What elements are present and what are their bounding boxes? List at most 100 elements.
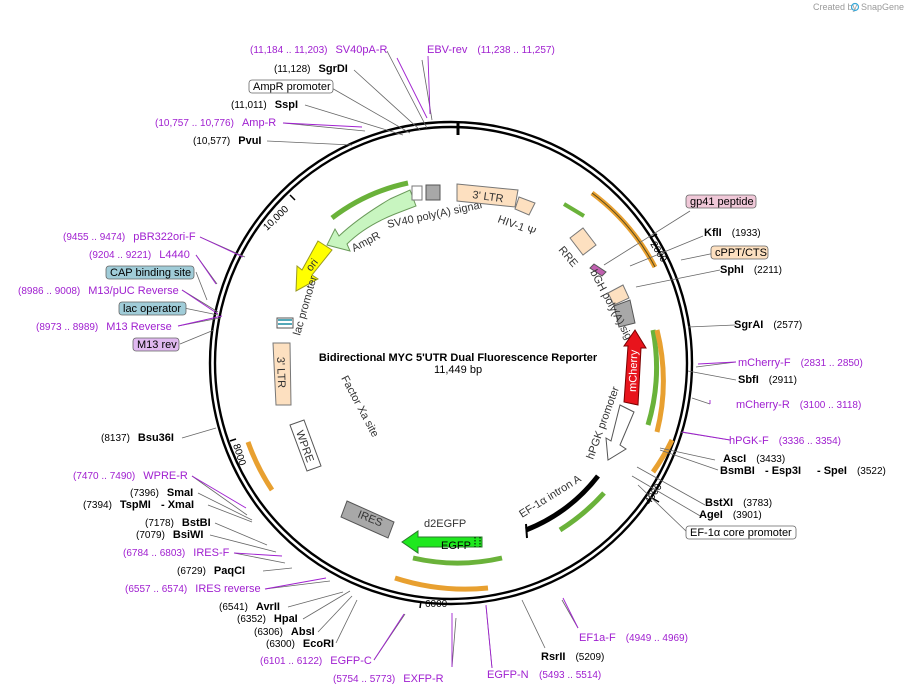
sphi-coord: (2211): [754, 265, 782, 276]
l4440-coord: (9204 .. 9221): [89, 250, 151, 261]
ebv-rev-coord: (11,238 .. 11,257): [477, 45, 554, 56]
primer-leader-lines: [177, 55, 737, 669]
feature-mcherry: mCherry: [623, 329, 647, 406]
sspi-label: SspI: [275, 99, 298, 111]
asci-coord: (3433): [756, 454, 785, 465]
ires-f-coord: (6784 .. 6803): [123, 548, 185, 559]
tspmi-coord: (7394): [83, 500, 112, 511]
paqci-label: PaqCI: [214, 565, 245, 577]
boxed-label-lac-operator[interactable]: lac operator: [118, 301, 187, 316]
bsiwi-label: BsiWI: [173, 529, 204, 541]
egfp-n-coord: (5493 .. 5514): [539, 670, 601, 681]
pbr322ori-f-coord: (9455 .. 9474): [63, 232, 125, 243]
kfli-coord: (1933): [732, 228, 761, 239]
svg-text:4000: 4000: [643, 482, 665, 507]
sv40pa-r-coord: (11,184 .. 11,203): [250, 45, 327, 56]
plasmid-size: 11,449 bp: [434, 364, 482, 376]
feature-arc-orange-egfp: [394, 575, 489, 592]
m13-puc-rev-coord: (8986 .. 9008): [18, 286, 80, 297]
smai-coord: (7396): [130, 488, 159, 499]
ebv-rev-label: EBV-rev: [427, 44, 468, 56]
m13-reverse-label: M13 Reverse: [106, 321, 171, 333]
mcherry-f-coord: (2831 .. 2850): [801, 358, 863, 369]
pvui-coord: (10,577): [193, 136, 230, 147]
svg-text:6000: 6000: [425, 599, 448, 610]
brand-name: SnapGene: [861, 2, 904, 12]
svg-text:HIV-1 Ψ: HIV-1 Ψ: [496, 214, 537, 239]
l4440-label: L4440: [159, 249, 190, 261]
ef1a-f-label: EF1a-F: [579, 632, 616, 644]
avrii-label: AvrII: [256, 601, 280, 613]
svg-text:3' LTR: 3' LTR: [472, 189, 505, 205]
bstxi-label: BstXI: [705, 497, 733, 509]
sgrai-label: SgrAI: [734, 319, 763, 331]
feature-small-box-cppt: [589, 263, 607, 277]
ecori-label: EcoRI: [303, 638, 334, 650]
ecori-coord: (6300): [266, 639, 295, 650]
boxed-label-cppt[interactable]: cPPT/CTS: [710, 245, 769, 260]
smai-label: SmaI: [167, 487, 193, 499]
xmai-label: - XmaI: [161, 499, 194, 511]
feature-arc-orange-hpgk: [650, 438, 675, 474]
leader-lines: [177, 50, 737, 669]
feature-arc-orange-mcherry: [654, 329, 666, 433]
sspi-coord: (11,011): [231, 100, 267, 111]
kfli-label: KflI: [704, 227, 722, 239]
svg-text:EF-1α intron A: EF-1α intron A: [517, 473, 584, 521]
sgrai-coord: (2577): [773, 320, 802, 331]
sbfi-label: SbfI: [738, 374, 759, 386]
bsiwi-coord: (7079): [136, 530, 165, 541]
feature-ires: IRES: [340, 500, 395, 539]
bsu36i-coord: (8137): [101, 433, 130, 444]
mcherry-f-label: mCherry-F: [738, 357, 791, 369]
avrii-coord: (6541): [219, 602, 248, 613]
bsmbi-label: BsmBI: [720, 465, 755, 477]
boxed-label-ampr-promoter[interactable]: AmpR promoter: [248, 79, 334, 94]
hpai-label: HpaI: [274, 613, 298, 625]
spei-coord: (3522): [857, 466, 886, 477]
agei-label: AgeI: [699, 509, 723, 521]
svg-text:lac promoter: lac promoter: [291, 274, 319, 336]
backbone: [208, 120, 694, 606]
wpre-r-coord: (7470 .. 7490): [73, 471, 135, 482]
svg-text:3' LTR: 3' LTR: [274, 357, 287, 389]
ires-f-label: IRES-F: [193, 547, 229, 559]
amp-r-coord: (10,757 .. 10,776): [155, 118, 234, 129]
feature-3ltr-top: 3' LTR: [456, 183, 519, 208]
sgrdi-label: SgrDI: [319, 63, 348, 75]
svg-text:cPPT/CTS: cPPT/CTS: [715, 247, 767, 259]
wpre-r-label: WPRE-R: [143, 470, 188, 482]
ires-reverse-coord: (6557 .. 6574): [125, 584, 187, 595]
spei-label: - SpeI: [817, 465, 847, 477]
plasmid-name: Bidirectional MYC 5'UTR Dual Fluorescenc…: [319, 352, 598, 364]
mcherry-r-coord: (3100 .. 3118): [800, 400, 862, 411]
boxed-label-ef1a-core[interactable]: EF-1α core promoter: [685, 525, 797, 540]
tick-4000: 4000: [643, 482, 665, 507]
rsrii-coord: (5209): [575, 652, 604, 663]
feature-ef1a-intron: EF-1α intron A: [517, 473, 600, 539]
sgrdi-coord: (11,128): [274, 64, 311, 75]
ires-reverse-label: IRES reverse: [195, 583, 260, 595]
feature-3ltr-left: 3' LTR: [272, 342, 292, 406]
feature-arc-green-egfp: [412, 555, 503, 566]
bstxi-coord: (3783): [743, 498, 772, 509]
feature-arc-green-top: [562, 202, 586, 218]
boxed-label-gp41[interactable]: gp41 peptide: [685, 194, 757, 209]
exfp-r-coord: (5754 .. 5773): [333, 674, 395, 685]
tspmi-label: TspMI: [120, 499, 151, 511]
rsrii-label: RsrII: [541, 651, 565, 663]
feature-egfp: EGFP d2EGFP: [401, 518, 483, 554]
boxed-label-cap-site[interactable]: CAP binding site: [105, 265, 195, 280]
boxed-label-m13-rev[interactable]: M13 rev: [132, 337, 180, 352]
hpgk-f-coord: (3336 .. 3354): [779, 436, 841, 447]
hpai-coord: (6352): [237, 614, 266, 625]
agei-coord: (3901): [733, 510, 762, 521]
svg-text:CAP binding site: CAP binding site: [110, 267, 191, 279]
feature-arc-green-ef1a: [558, 491, 606, 533]
sv40pa-r-label: SV40pA-R: [335, 44, 387, 56]
svg-text:AmpR promoter: AmpR promoter: [253, 81, 331, 93]
svg-text:RRE: RRE: [556, 244, 580, 270]
ef1a-f-coord: (4949 .. 4969): [626, 633, 688, 644]
